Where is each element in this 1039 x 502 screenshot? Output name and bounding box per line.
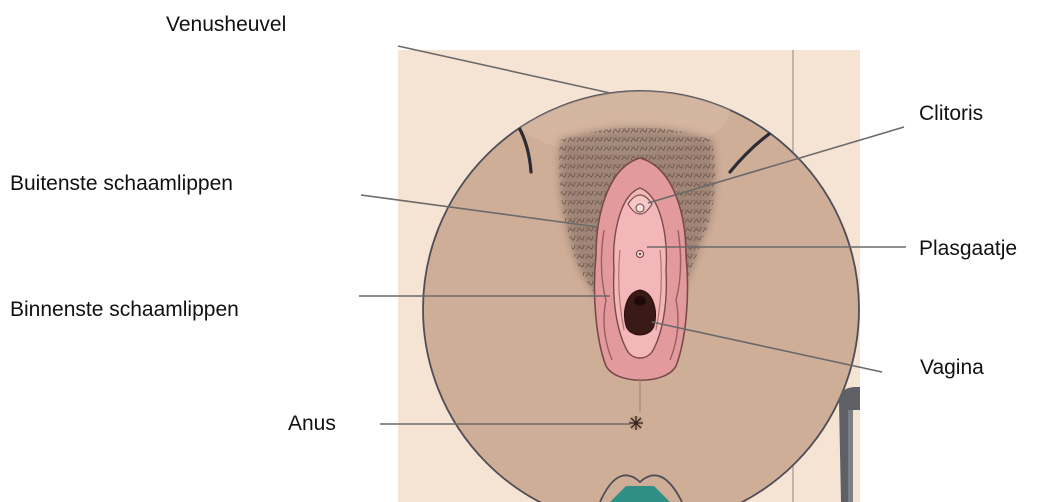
anus-mark bbox=[629, 416, 643, 430]
label-anus: Anus bbox=[288, 413, 336, 434]
label-binnenste-schaamlippen: Binnenste schaamlippen bbox=[10, 299, 239, 320]
label-venusheuvel: Venusheuvel bbox=[166, 14, 286, 35]
label-clitoris: Clitoris bbox=[919, 103, 983, 124]
clitoris-glans bbox=[636, 204, 644, 212]
urethral-opening-center bbox=[639, 253, 641, 255]
vaginal-opening-depth bbox=[634, 296, 646, 306]
label-buitenste-schaamlippen: Buitenste schaamlippen bbox=[10, 173, 233, 194]
label-vagina: Vagina bbox=[920, 357, 984, 378]
label-plasgaatje: Plasgaatje bbox=[919, 238, 1017, 259]
